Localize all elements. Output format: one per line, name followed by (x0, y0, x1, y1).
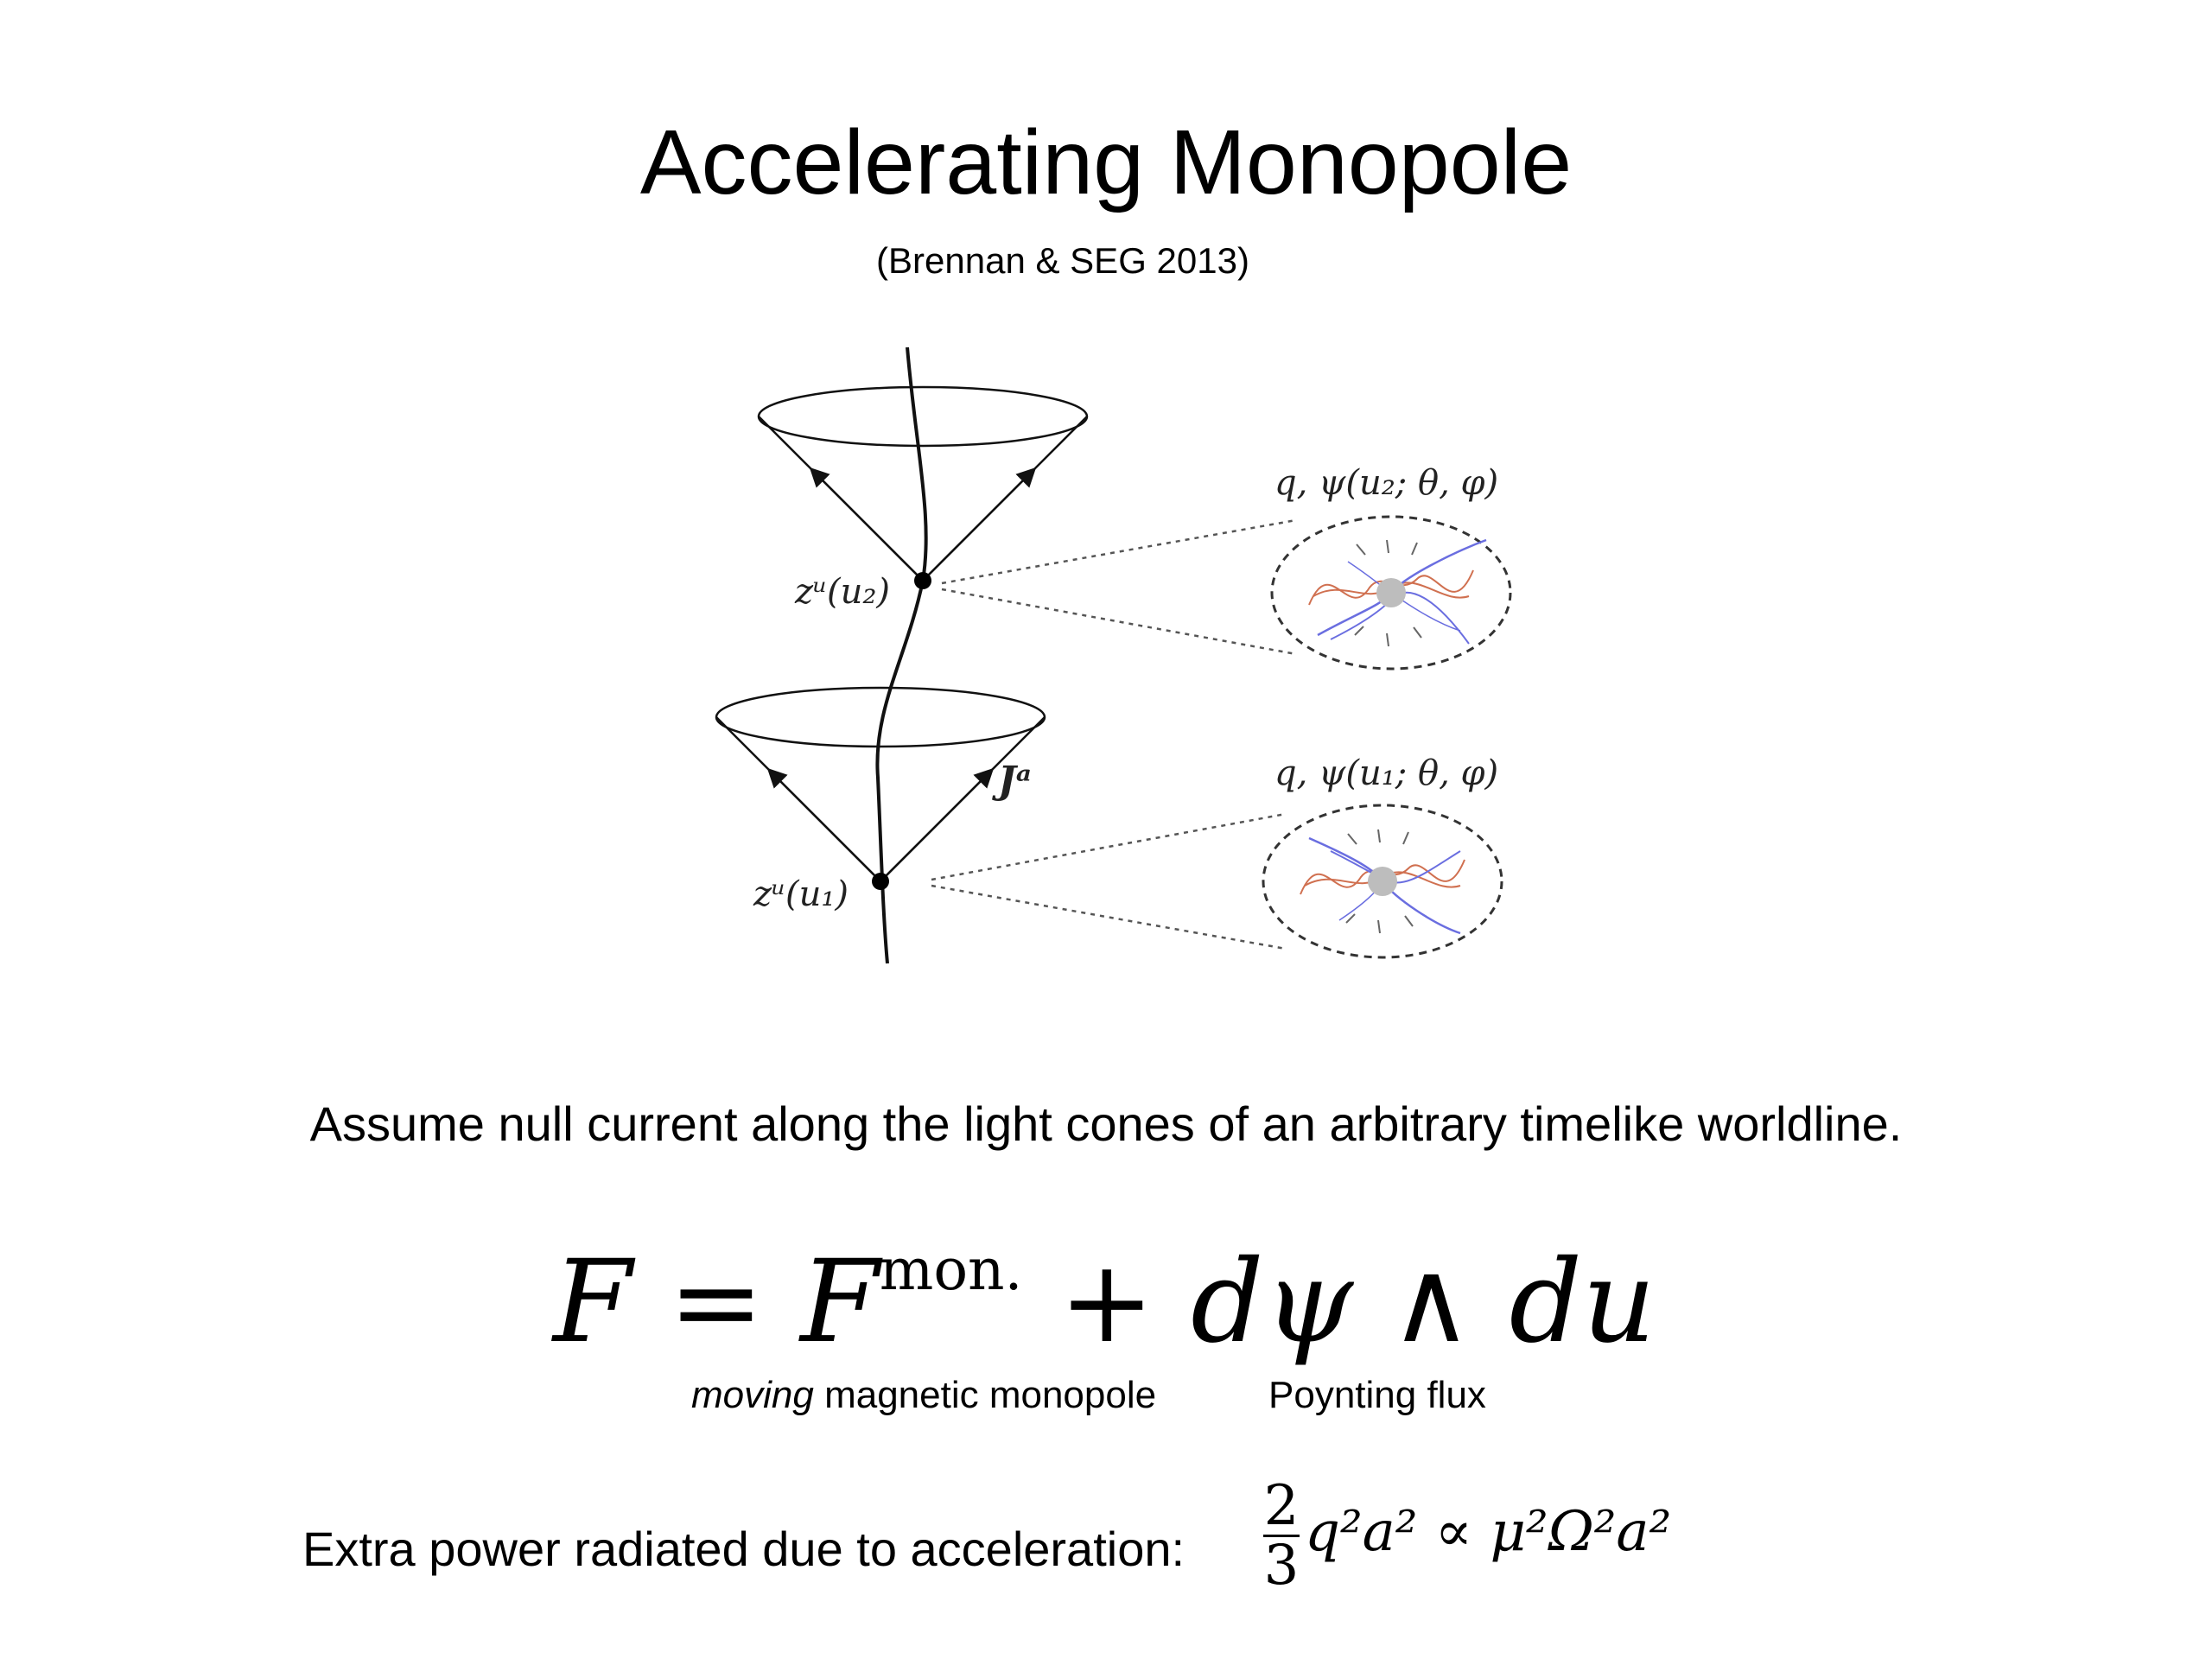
caption-flux: Poynting flux (1268, 1374, 1486, 1416)
upper-event-label: zᵘ(u₂) (794, 572, 890, 612)
statement-text: Assume null current along the light cone… (309, 1096, 1903, 1151)
field-equation: F = Fmon. + dψ ∧ du (553, 1236, 1656, 1382)
slide-subtitle: (Brennan & SEG 2013) (876, 240, 1249, 281)
upper-projection-lines (941, 518, 1297, 656)
power-lhs: q²a² (1305, 1500, 1418, 1564)
equation-term2: dψ ∧ du (1191, 1236, 1656, 1369)
current-label: Jᵃ (992, 759, 1032, 803)
upper-event-dot (914, 572, 931, 589)
power-label: Extra power radiated due to acceleration… (302, 1522, 1185, 1576)
power-fraction-denominator: 3 (1263, 1534, 1300, 1598)
lower-event-label: zᵘ(u₁) (753, 874, 849, 914)
lower-projection-lines (931, 812, 1287, 950)
lower-light-cone (715, 686, 1046, 882)
worldline (875, 346, 928, 964)
lower-event-dot (872, 873, 889, 890)
lower-charge-label: q, ψ(u₁; θ, φ) (1274, 753, 1498, 793)
caption-monopole: moving magnetic monopole (691, 1374, 1156, 1417)
power-rhs: μ²Ω²a² (1490, 1500, 1672, 1564)
caption-monopole-emphasis: moving (691, 1374, 814, 1416)
equation-lhs: F (553, 1236, 632, 1369)
power-fraction-numerator: 2 (1263, 1474, 1300, 1538)
caption-monopole-rest: magnetic monopole (813, 1374, 1157, 1416)
upper-light-cone (757, 385, 1089, 582)
power-formula: 2 3 q²a² ∝ μ²Ω²a² (1263, 1474, 1672, 1598)
equation-term1-sup: mon. (879, 1236, 1023, 1303)
upper-charge-label: q, ψ(u₂; θ, φ) (1274, 463, 1498, 503)
slide-title: Accelerating Monopole (639, 111, 1573, 213)
power-fraction: 2 3 (1263, 1474, 1300, 1598)
equation-term1-base: F (800, 1236, 880, 1369)
power-proportional: ∝ (1434, 1500, 1473, 1564)
lower-charge-inset (1262, 804, 1503, 959)
equation-plus: + (1058, 1236, 1155, 1369)
equation-equals: = (668, 1236, 765, 1369)
upper-charge-inset (1270, 515, 1512, 671)
